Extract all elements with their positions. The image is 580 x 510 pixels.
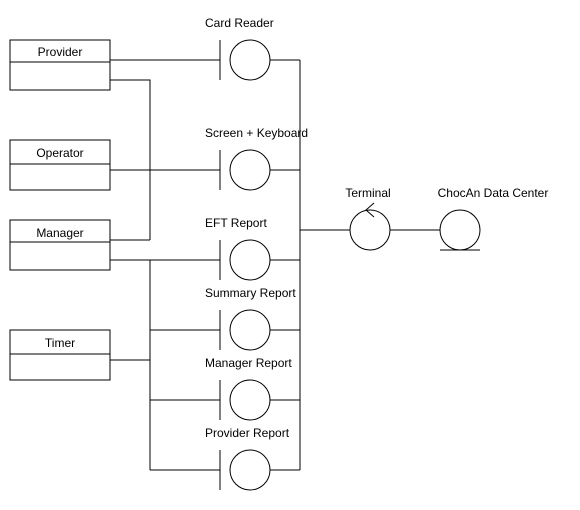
boundary-card-reader-label: Card Reader [205,16,274,30]
boundary-screen-keyboard-label: Screen + Keyboard [205,126,308,140]
boundary-card-reader[interactable]: Card Reader [205,16,274,81]
boundary-manager-report[interactable]: Manager Report [205,356,292,421]
control-terminal-arrow [365,202,375,218]
boundary-summary-report-label: Summary Report [205,286,296,300]
boundary-manager-report-label: Manager Report [205,356,292,370]
boundary-eft-report[interactable]: EFT Report [205,216,271,281]
actor-timer[interactable]: Timer [9,329,111,381]
entity-chocan-data-center-label: ChocAn Data Center [438,186,549,200]
actor-manager-label: Manager [36,226,83,240]
control-terminal[interactable]: Terminal [345,186,391,251]
boundary-card-reader-icon [229,39,271,81]
boundary-provider-report-label: Provider Report [205,426,290,440]
actor-operator-label: Operator [36,146,83,160]
actor-provider[interactable]: Provider [9,39,111,91]
control-terminal-label: Terminal [345,186,390,200]
actor-manager[interactable]: Manager [9,219,111,271]
boundary-screen-keyboard-icon [229,149,271,191]
actor-timer-label: Timer [45,336,75,350]
actor-provider-label: Provider [38,45,83,59]
boundary-screen-keyboard[interactable]: Screen + Keyboard [205,126,308,191]
boundary-provider-report-icon [229,449,271,491]
control-terminal-icon [349,209,391,251]
boundary-manager-report-icon [229,379,271,421]
boundary-provider-report[interactable]: Provider Report [205,426,290,491]
boundary-summary-report-icon [229,309,271,351]
entity-chocan-data-center-icon [439,209,481,251]
connector-provider-trunk [110,79,151,240]
connectors [110,59,440,471]
boundary-summary-report[interactable]: Summary Report [205,286,296,351]
boundary-eft-report-icon [229,239,271,281]
boundary-eft-report-label: EFT Report [205,216,267,230]
entity-chocan-data-center[interactable]: ChocAn Data Center [438,186,549,251]
actor-operator[interactable]: Operator [9,139,111,191]
